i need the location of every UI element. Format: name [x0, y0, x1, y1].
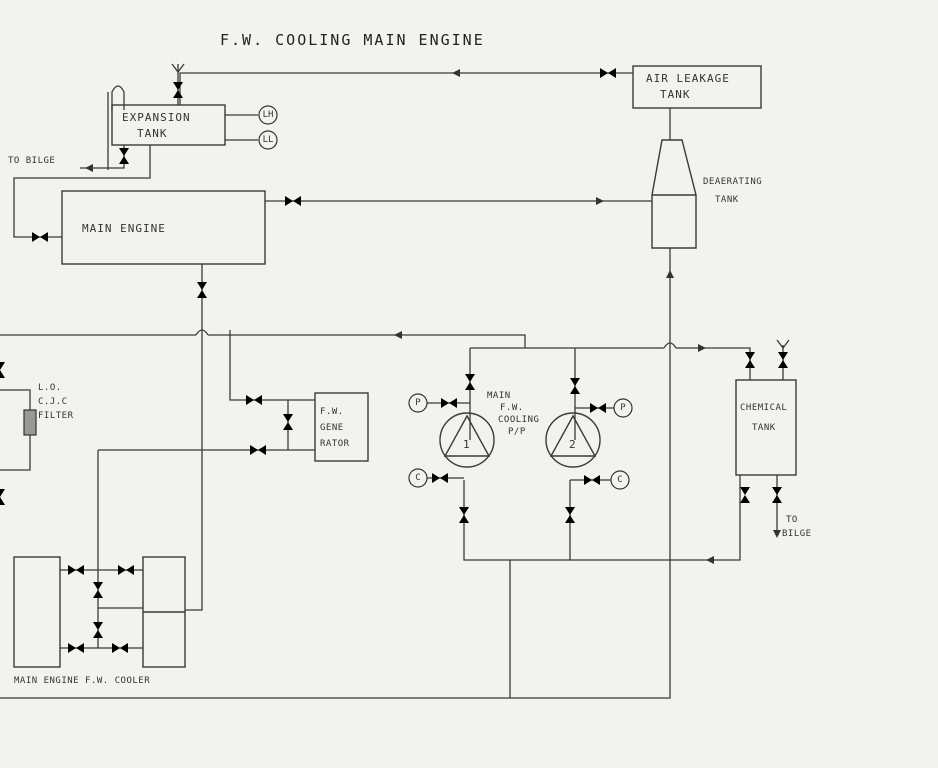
expansion-tank: EXPANSION TANK	[111, 104, 226, 146]
valve-pump2-gauge	[590, 403, 606, 413]
svg-text:LL: LL	[263, 135, 274, 145]
svg-text:C.J.C: C.J.C	[38, 397, 68, 407]
svg-text:TANK: TANK	[137, 127, 168, 140]
valve-expansion-vent	[173, 82, 183, 98]
svg-text:TO: TO	[786, 515, 798, 525]
svg-text:F.W.: F.W.	[500, 403, 524, 413]
svg-text:P/P: P/P	[508, 427, 526, 437]
level-low-gauge: LL	[258, 130, 278, 150]
svg-text:EXPANSION: EXPANSION	[122, 111, 191, 124]
svg-text:MAIN ENGINE: MAIN ENGINE	[82, 222, 166, 235]
pipe-crossings	[195, 329, 677, 349]
valve-cooler-c	[93, 582, 103, 598]
svg-text:FILTER: FILTER	[38, 411, 74, 421]
valve-chemical-drain	[772, 487, 782, 503]
valve-cooler-f	[112, 643, 128, 653]
air-leakage-tank: AIR LEAKAGE TANK	[632, 65, 762, 109]
lo-cjc-filter: L.O. C.J.C FILTER	[23, 383, 74, 436]
svg-text:BILGE: BILGE	[782, 529, 812, 539]
compound-gauge-1: C	[408, 468, 428, 488]
svg-text:GENE: GENE	[320, 423, 344, 433]
svg-text:CHEMICAL: CHEMICAL	[740, 403, 787, 413]
flow-arrows	[85, 69, 781, 564]
valve-pump2-compound	[584, 475, 600, 485]
fw-generator: F.W. GENE RATOR	[314, 392, 369, 462]
main-fw-cooling-pump-label: MAIN F.W. COOLING P/P	[487, 391, 539, 437]
valve-engine-inlet-top	[32, 232, 48, 242]
main-fw-cooling-pump-2: 2	[545, 412, 601, 468]
svg-text:RATOR: RATOR	[320, 439, 350, 449]
valve-expansion-drain	[119, 148, 129, 164]
svg-text:L.O.: L.O.	[38, 383, 62, 393]
valve-cooler-e	[68, 643, 84, 653]
pressure-gauge-2: P	[613, 398, 633, 418]
deaerating-tank: DEAERATING TANK	[651, 139, 762, 249]
svg-text:TANK: TANK	[715, 195, 739, 205]
pressure-gauge-1: P	[408, 393, 428, 413]
main-fw-cooling-pump-1: 1	[439, 412, 495, 468]
valve-air-leakage-return	[600, 68, 616, 78]
svg-text:P: P	[620, 403, 626, 413]
valve-chemical-vent	[778, 352, 788, 368]
svg-text:TANK: TANK	[660, 88, 691, 101]
to-bilge-right-label: TO BILGE	[782, 515, 812, 539]
svg-text:LH: LH	[263, 110, 274, 120]
valve-cooler-d	[93, 622, 103, 638]
svg-text:TANK: TANK	[752, 423, 776, 433]
svg-text:1: 1	[463, 438, 471, 451]
diagram-title: F.W. COOLING MAIN ENGINE	[220, 31, 485, 49]
svg-text:C: C	[617, 475, 622, 485]
level-high-gauge: LH	[258, 105, 278, 125]
valve-fwg-inlet	[246, 392, 262, 405]
svg-text:C: C	[415, 473, 420, 483]
valve-chemical-outlet	[740, 487, 750, 503]
main-engine: MAIN ENGINE	[61, 190, 266, 265]
svg-text:MAIN ENGINE F.W. COOLER: MAIN ENGINE F.W. COOLER	[14, 676, 150, 686]
valve-fwg-outlet	[250, 442, 266, 455]
valve-pump1-compound	[432, 473, 448, 483]
svg-text:F.W.: F.W.	[320, 407, 344, 417]
svg-text:AIR LEAKAGE: AIR LEAKAGE	[646, 72, 730, 85]
valve-cooler-b	[118, 565, 134, 575]
svg-text:2: 2	[569, 438, 577, 451]
svg-text:MAIN: MAIN	[487, 391, 511, 401]
valve-chemical-inlet	[745, 352, 755, 368]
valve-pump1-discharge	[459, 507, 469, 523]
pipework	[0, 64, 784, 699]
valve-engine-inlet	[197, 282, 207, 298]
valve-pump2-suction	[570, 378, 580, 394]
valve-cooler-a	[68, 565, 84, 575]
valve-pump1-gauge	[441, 398, 457, 408]
valve-pump2-discharge	[565, 507, 575, 523]
valve-engine-outlet	[285, 196, 301, 206]
valve-pump1-suction	[465, 374, 475, 390]
main-engine-fw-cooler: MAIN ENGINE F.W. COOLER	[13, 556, 186, 686]
svg-text:COOLING: COOLING	[498, 415, 539, 425]
svg-text:DEAERATING: DEAERATING	[703, 177, 762, 187]
chemical-tank: CHEMICAL TANK	[735, 379, 797, 476]
svg-text:P: P	[415, 398, 421, 408]
valve-fwg-bypass	[283, 414, 293, 430]
compound-gauge-2: C	[610, 470, 630, 490]
valve-lo-filter-out	[0, 489, 5, 505]
valve-lo-filter-in	[0, 362, 5, 378]
to-bilge-label: TO BILGE	[8, 156, 55, 166]
vent-symbols	[171, 63, 790, 350]
